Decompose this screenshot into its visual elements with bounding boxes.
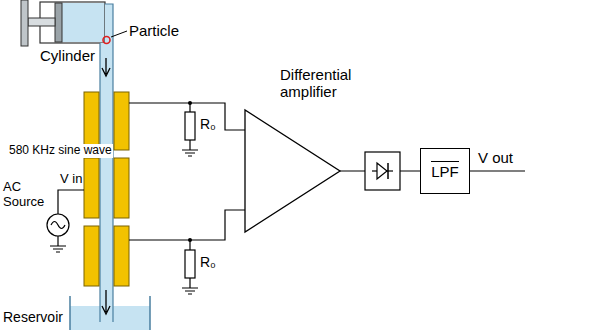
ac-source-symbol — [47, 214, 69, 236]
amplifier-triangle: Differential amplifier — [238, 66, 378, 238]
junction-dot — [188, 101, 192, 105]
wire — [470, 170, 525, 171]
syringe-cylinder — [55, 3, 62, 42]
syringe-cylinder — [62, 3, 105, 42]
rectifier-box — [365, 152, 400, 190]
electrode — [114, 92, 129, 150]
resistor-label: R₀ — [200, 254, 216, 270]
amplifier-label: Differential amplifier — [280, 66, 378, 101]
wire — [58, 103, 525, 288]
flow-channel — [100, 4, 113, 322]
part-label: Cylinder — [40, 47, 95, 64]
electrode — [84, 226, 99, 286]
ac-source-symbol — [47, 214, 69, 236]
flow-channel — [102, 290, 110, 314]
resistor-symbol — [185, 250, 195, 278]
electrode — [114, 158, 129, 218]
signal-label: 580 KHz sine wave — [8, 144, 113, 158]
syringe-cylinder — [21, 0, 28, 46]
rectifier-box — [377, 163, 387, 179]
filter-label: LPF — [431, 161, 459, 180]
syringe-cylinder — [21, 0, 105, 46]
wire — [57, 236, 58, 246]
electrode — [84, 92, 99, 150]
rectifier-box — [387, 163, 389, 179]
part-label: AC Source — [3, 180, 49, 210]
resistor-symbol — [185, 112, 195, 140]
junction-dot — [188, 238, 192, 242]
electrode — [114, 226, 129, 286]
wire — [129, 210, 245, 240]
filter-box: LPF — [420, 148, 470, 194]
signal-label: V out — [478, 149, 513, 166]
ac-source-symbol — [51, 222, 65, 229]
flow-channel — [102, 58, 110, 76]
flow-channel — [100, 4, 113, 322]
electrode — [84, 158, 99, 218]
ground-symbol — [182, 150, 198, 156]
ground-symbol — [182, 288, 198, 294]
part-label: Particle — [129, 22, 179, 39]
rectifier-box — [365, 152, 400, 190]
ground-symbol — [50, 150, 198, 294]
resistor-symbol — [185, 112, 195, 278]
amplifier-triangle — [245, 110, 340, 232]
flow-channel — [100, 4, 113, 322]
part-label: Reservoir — [3, 309, 63, 325]
ground-symbol — [50, 246, 66, 252]
signal-label: V in — [60, 172, 82, 187]
particle — [103, 37, 110, 44]
electrode — [84, 92, 129, 286]
resistor-label: R₀ — [200, 116, 216, 132]
particle — [111, 31, 127, 37]
wire — [58, 190, 84, 214]
syringe-cylinder — [28, 18, 55, 26]
particle — [103, 31, 127, 44]
